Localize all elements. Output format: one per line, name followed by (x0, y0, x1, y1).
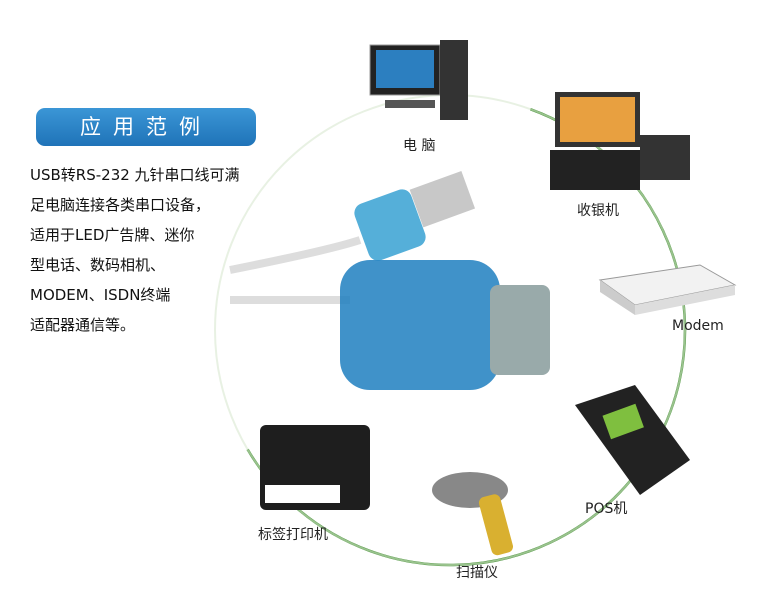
label-modem: Modem (672, 318, 724, 334)
computer-icon (369, 40, 468, 120)
description-text: USB转RS-232 九针串口线可满 足电脑连接各类串口设备， 适用于LED广告… (30, 160, 270, 340)
description-line: MODEM、ISDN终端 (30, 286, 171, 304)
label-cash-register: 收银机 (577, 203, 619, 219)
description-line: USB转RS-232 九针串口线可满 (30, 166, 240, 184)
description-line: 型电话、数码相机、 (30, 256, 166, 274)
description-line: 足电脑连接各类串口设备， (30, 196, 211, 214)
pos-terminal-icon (575, 385, 690, 495)
description-line: 适配器通信等。 (30, 316, 136, 334)
section-title: 应用范例 (36, 108, 256, 146)
description-line: 适用于LED广告牌、迷你 (30, 226, 195, 244)
label-scanner: 扫描仪 (456, 565, 498, 581)
modem-icon (598, 264, 737, 315)
label-computer: 电 脑 (403, 138, 436, 154)
scanner-icon (432, 472, 514, 556)
label-pos: POS机 (585, 501, 628, 517)
cash-register-icon (550, 92, 690, 190)
label-label-printer: 标签打印机 (258, 527, 328, 543)
usb-cable-image (229, 170, 550, 390)
label-printer-icon (260, 425, 370, 510)
